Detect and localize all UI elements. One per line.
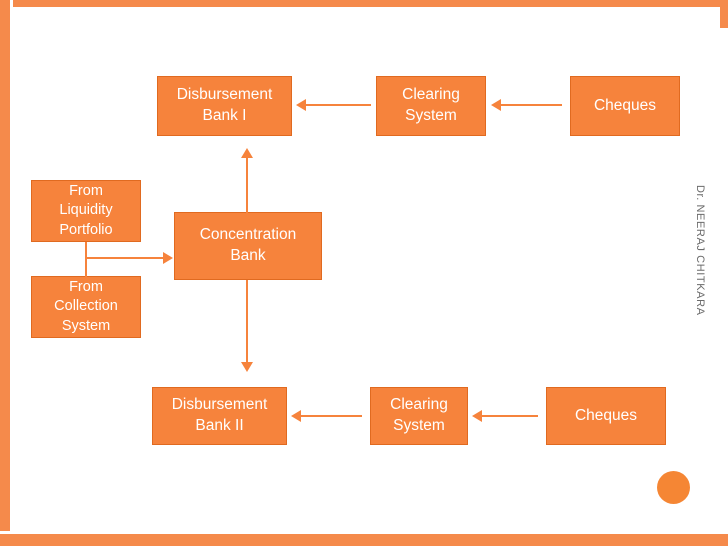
bottom-border-inner-strip [0,531,728,534]
arrow-clearing-to-disbursement-1-line [305,104,371,106]
node-cheques-top[interactable]: Cheques [570,76,680,136]
left-border-strip [0,0,10,546]
arrow-clearing-to-disbursement-2-head [291,410,301,422]
arrow-clearing-to-disbursement-1-head [296,99,306,111]
node-from-liquidity-portfolio[interactable]: From Liquidity Portfolio [31,180,141,242]
arrow-cheques-to-clearing-top-head [491,99,501,111]
decorative-circle [657,471,690,504]
arrow-inputs-bracket-vertical [85,242,87,278]
arrow-clearing-to-disbursement-2-line [300,415,362,417]
node-clearing-system-bottom[interactable]: Clearing System [370,387,468,445]
bottom-border-strip [0,534,728,546]
node-disbursement-bank-2[interactable]: Disbursement Bank II [152,387,287,445]
node-cheques-bottom[interactable]: Cheques [546,387,666,445]
node-clearing-system-top[interactable]: Clearing System [376,76,486,136]
node-disbursement-bank-1[interactable]: Disbursement Bank I [157,76,292,136]
arrow-inputs-to-concentration-line [85,257,164,259]
top-border-strip [0,0,728,7]
arrow-concentration-to-disbursement-2-line [246,280,248,364]
arrow-concentration-to-disbursement-1-head [241,148,253,158]
author-credit: Dr. NEERAJ CHITKARA [694,185,706,316]
arrow-cheques-to-clearing-bottom-line [481,415,538,417]
arrow-cheques-to-clearing-bottom-head [472,410,482,422]
arrow-cheques-to-clearing-top-line [500,104,562,106]
arrow-inputs-to-concentration-head [163,252,173,264]
node-concentration-bank[interactable]: Concentration Bank [174,212,322,280]
arrow-concentration-to-disbursement-1-line [246,158,248,214]
right-top-border-strip [720,0,728,28]
node-from-collection-system[interactable]: From Collection System [31,276,141,338]
left-border-inner-strip [10,0,13,546]
arrow-concentration-to-disbursement-2-head [241,362,253,372]
